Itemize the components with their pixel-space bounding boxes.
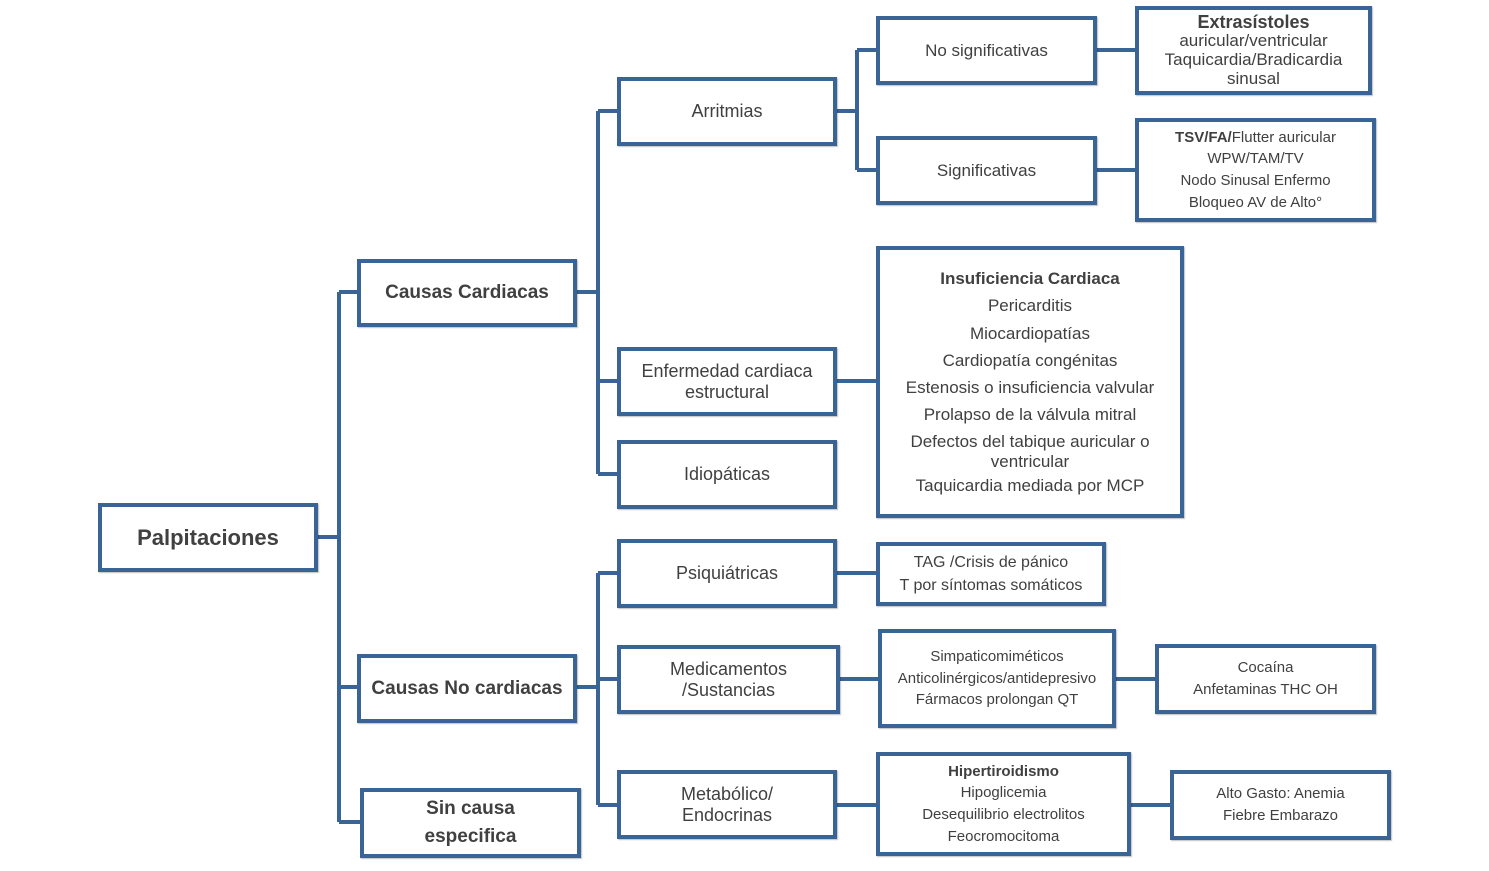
list-item: ventricular	[990, 451, 1070, 471]
list-title-extrasistoles: Extrasístoles	[1197, 11, 1310, 32]
label-sin-causa-line1: Sin causa	[426, 797, 515, 819]
node-causas-cardiacas: Causas Cardiacas	[357, 259, 577, 327]
list-item: Cocaína	[1237, 659, 1294, 677]
list-item: T por síntomas somáticos	[899, 577, 1083, 594]
list-item-tsv: TSV/FA/Flutter auricular	[1175, 127, 1336, 149]
node-no-significativas: No significativas	[876, 16, 1097, 85]
label-metabolico-line1: Metabólico/	[680, 783, 774, 804]
label-estructural-line2: estructural	[684, 381, 770, 402]
list-item: Hipoglicemia	[960, 784, 1047, 802]
list-item: Alto Gasto: Anemia	[1216, 785, 1345, 803]
list-item: Pericarditis	[987, 296, 1073, 316]
label-estructural-line1: Enfermedad cardiaca	[641, 360, 813, 381]
list-title-insuficiencia: Insuficiencia Cardiaca	[940, 269, 1120, 289]
label-no-significativas: No significativas	[925, 40, 1048, 60]
node-metabolico: Metabólico/ Endocrinas	[617, 770, 837, 839]
root-node-palpitaciones: Palpitaciones	[98, 503, 318, 572]
node-list-metabolico: Hipertiroidismo Hipoglicemia Desequilibr…	[876, 752, 1131, 856]
list-item: TAG /Crisis de pánico	[913, 553, 1069, 571]
label-causas-no-cardiacas: Causas No cardiacas	[371, 677, 563, 699]
node-enfermedad-estructural: Enfermedad cardiaca estructural	[617, 347, 837, 416]
list-item: Fármacos prolongan QT	[915, 691, 1079, 709]
list-item: auricular/ventricular	[1179, 31, 1328, 51]
list-item: Nodo Sinusal Enfermo	[1180, 172, 1331, 189]
node-significativas: Significativas	[876, 136, 1097, 205]
node-arritmias: Arritmias	[617, 77, 837, 146]
label-sin-causa-line2: especifica	[424, 826, 517, 847]
node-list-psiquiatricas: TAG /Crisis de pánico T por síntomas som…	[876, 542, 1106, 606]
list-item: sinusal	[1227, 69, 1280, 89]
node-list-alto-gasto: Alto Gasto: Anemia Fiebre Embarazo	[1170, 770, 1391, 840]
list-item: WPW/TAM/TV	[1207, 150, 1304, 168]
label-idiopaticas: Idiopáticas	[683, 464, 771, 485]
list-item: Cardiopatía congénitas	[942, 350, 1118, 370]
node-psiquiatricas: Psiquiátricas	[617, 539, 837, 608]
node-medicamentos: Medicamentos /Sustancias	[617, 645, 840, 714]
list-title-hipertiroidismo: Hipertiroidismo	[948, 762, 1059, 780]
node-list-estructural: Insuficiencia Cardiaca Pericarditis Mioc…	[876, 246, 1184, 518]
list-item-tsv-rest: Flutter auricular	[1231, 128, 1336, 146]
label-psiquiatricas: Psiquiátricas	[675, 563, 779, 584]
list-item: Feocromocitoma	[947, 827, 1060, 845]
list-item: Bloqueo AV de Alto°	[1188, 193, 1323, 211]
label-significativas: Significativas	[936, 160, 1037, 180]
list-item: Fiebre Embarazo	[1222, 807, 1339, 824]
node-list-sustancias: Cocaína Anfetaminas THC OH	[1155, 644, 1376, 714]
list-item: Anticolinérgicos/antidepresivo	[897, 669, 1097, 687]
node-sin-causa-especifica: Sin causa especifica	[360, 788, 581, 858]
node-list-significativas: TSV/FA/Flutter auricular WPW/TAM/TV Nodo…	[1135, 118, 1376, 222]
label-medicamentos-line1: Medicamentos	[669, 658, 788, 679]
list-item: Taquicardia/Bradicardia	[1164, 50, 1343, 70]
list-item: Taquicardia mediada por MCP	[915, 475, 1145, 495]
node-list-medicamentos: Simpaticomiméticos Anticolinérgicos/anti…	[878, 629, 1116, 728]
list-item: Defectos del tabique auricular o	[910, 432, 1150, 452]
list-item: Estenosis o insuficiencia valvular	[905, 378, 1155, 398]
list-item: Desequilibrio electrolitos	[922, 806, 1085, 823]
node-idiopaticas: Idiopáticas	[617, 440, 837, 509]
label-arritmias: Arritmias	[691, 101, 763, 122]
node-causas-no-cardiacas: Causas No cardiacas	[357, 654, 577, 723]
label-causas-cardiacas: Causas Cardiacas	[385, 282, 549, 304]
node-list-no-significativas: Extrasístoles auricular/ventricular Taqu…	[1135, 6, 1372, 95]
list-item: Anfetaminas THC OH	[1193, 681, 1338, 698]
root-label: Palpitaciones	[137, 524, 279, 550]
label-medicamentos-line2: /Sustancias	[681, 679, 776, 700]
list-item-tsv-bold: TSV/FA/	[1175, 128, 1232, 146]
label-metabolico-line2: Endocrinas	[681, 804, 773, 825]
list-item: Prolapso de la válvula mitral	[923, 405, 1137, 425]
list-item: Miocardiopatías	[969, 323, 1090, 343]
list-item: Simpaticomiméticos	[930, 647, 1064, 665]
